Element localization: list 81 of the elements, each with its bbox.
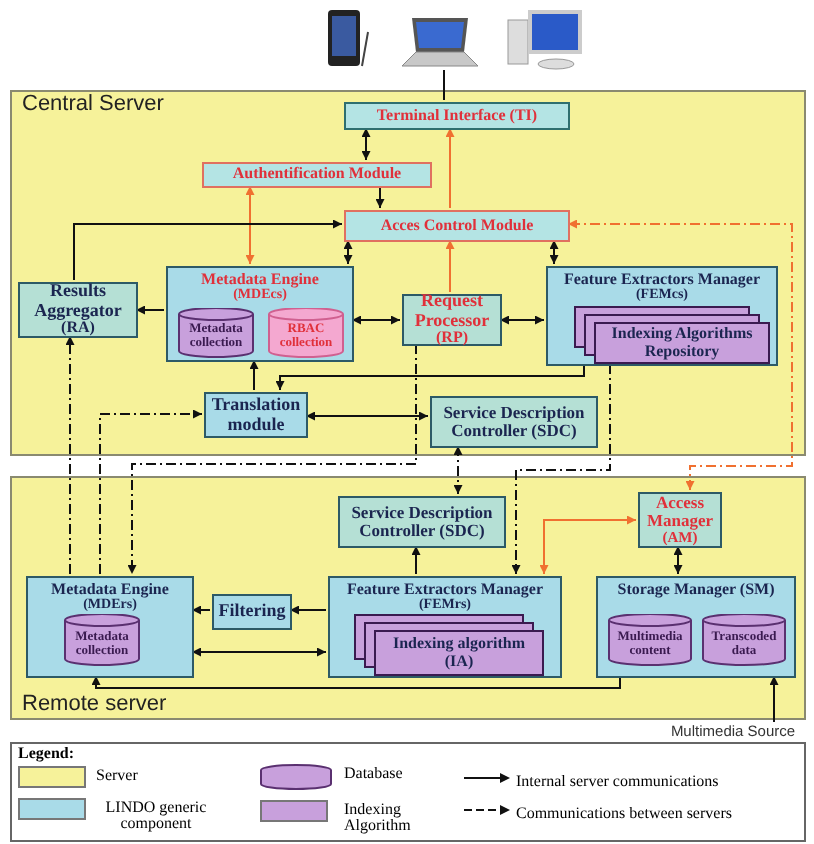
- arrow: [127, 343, 417, 575]
- arrow: [539, 515, 637, 575]
- legend-label: Internal server communications: [516, 774, 721, 791]
- database-cylinder: [268, 308, 344, 358]
- module-label: Service Description Controller (SDC): [349, 504, 495, 540]
- arrow: [411, 545, 421, 575]
- module-box: [596, 576, 796, 678]
- module-box: [202, 162, 432, 188]
- database-cylinder: [702, 614, 786, 666]
- module-box: [18, 282, 138, 338]
- arrow: [91, 675, 621, 689]
- arrow: [245, 185, 255, 265]
- module-label: Access Manager: [644, 494, 716, 530]
- module-box: [344, 210, 570, 242]
- arrow: [567, 219, 793, 491]
- arrow: [769, 675, 779, 723]
- arrow: [351, 315, 401, 325]
- module-label: (RA): [61, 320, 95, 338]
- arrow: [249, 359, 259, 391]
- legend-label: Database: [344, 766, 405, 783]
- server-heading: Central Server: [22, 94, 164, 118]
- legend-title: Legend:: [18, 746, 74, 763]
- module-box: [430, 396, 598, 448]
- arrow: [275, 363, 585, 391]
- module-box: [546, 266, 778, 366]
- module-box: [212, 594, 292, 630]
- arrow: [445, 127, 455, 209]
- module-label: Metadata Engine: [51, 582, 169, 598]
- arrow: [453, 445, 463, 495]
- module-label: Service Description Controller (SDC): [441, 404, 587, 440]
- module-label: (RP): [436, 330, 468, 348]
- arrow: [343, 239, 353, 265]
- arrow: [191, 605, 211, 615]
- algorithm-label: Indexing algorithm (IA): [390, 636, 527, 670]
- arrow: [673, 545, 683, 575]
- module-box: [338, 496, 506, 548]
- arrow: [289, 605, 327, 615]
- algorithm-label: Indexing Algorithms Repository: [609, 326, 755, 360]
- module-label: Authentification Module: [232, 166, 402, 184]
- module-box: [26, 576, 194, 678]
- laptop-icon: [400, 16, 480, 70]
- arrow: [305, 411, 429, 421]
- arrow: [135, 305, 165, 315]
- arrow: [549, 239, 559, 265]
- module-label: Terminal Interface (TI): [376, 107, 538, 125]
- module-label: Translation module: [209, 396, 303, 434]
- legend-label: Indexing Algorithm: [344, 802, 413, 836]
- legend-label: Communications between servers: [516, 806, 734, 823]
- arrow: [191, 647, 327, 657]
- algorithm-stack: [354, 614, 544, 676]
- algorithm-stack: [574, 306, 770, 364]
- arrow: [65, 335, 75, 575]
- server-heading: Remote server: [22, 694, 167, 718]
- arrow: [375, 185, 385, 209]
- module-label: Results Aggregator: [32, 282, 124, 321]
- legend-label: Server: [96, 768, 140, 785]
- module-label: Request Processor: [412, 292, 492, 331]
- module-label: Feature Extractors Manager: [346, 582, 544, 598]
- module-label: Filtering: [218, 602, 286, 622]
- database-cylinder: [178, 308, 254, 358]
- arrow: [73, 219, 343, 281]
- server-band: [10, 90, 806, 456]
- arrow: [361, 127, 371, 161]
- arrow: [445, 239, 455, 293]
- legend-label: LINDO generic component: [103, 800, 209, 834]
- module-label: Metadata Engine: [201, 272, 319, 288]
- arrow: [499, 315, 545, 325]
- server-band: [10, 476, 806, 720]
- module-box: [402, 294, 502, 346]
- module-label: Storage Manager (SM): [617, 582, 775, 599]
- arrow: [99, 409, 203, 575]
- module-box: [344, 102, 570, 130]
- module-box: [166, 266, 354, 362]
- module-label: Feature Extractors Manager: [563, 272, 761, 288]
- arrow: [511, 363, 611, 575]
- database-cylinder: [64, 614, 140, 666]
- module-label: Acces Control Module: [380, 217, 534, 235]
- connector-line: [443, 69, 445, 101]
- database-cylinder: [608, 614, 692, 666]
- module-box: [638, 492, 722, 548]
- module-box: [328, 576, 562, 678]
